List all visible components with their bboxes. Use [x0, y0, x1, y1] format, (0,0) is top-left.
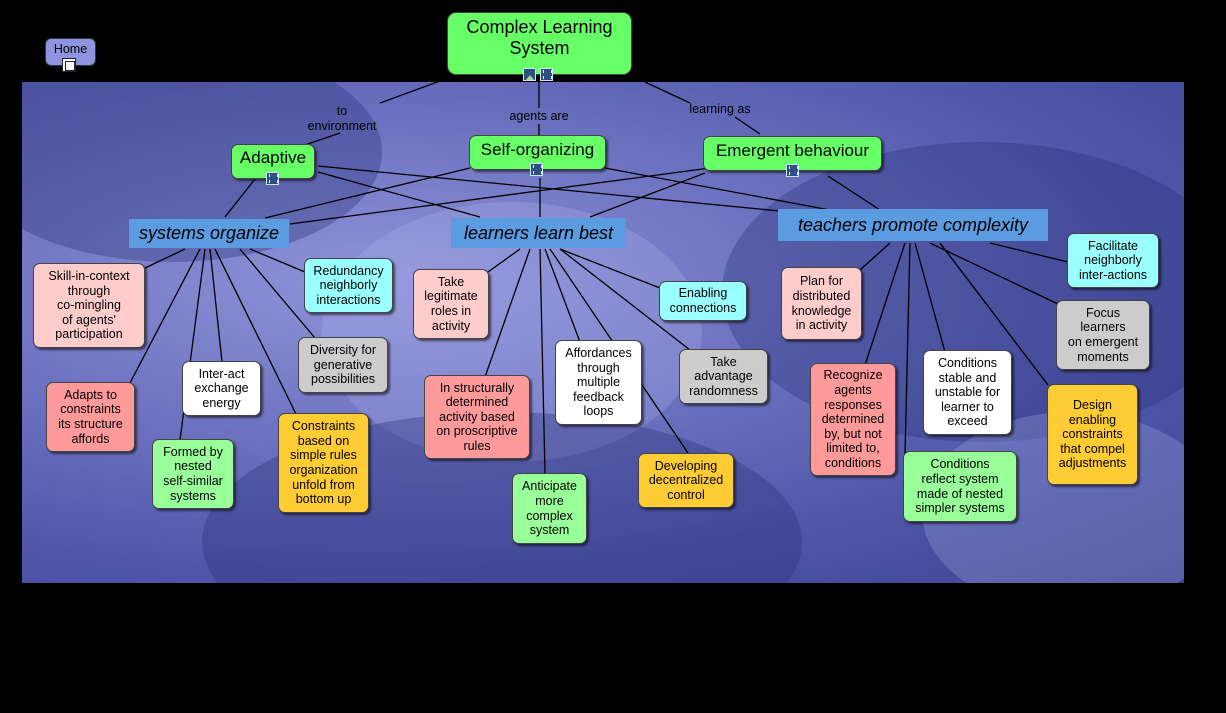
node-skill-in-context[interactable]: Skill-in-context through co-mingling of … — [33, 263, 145, 348]
home-button[interactable]: Home — [45, 38, 96, 66]
link-learning-as: learning as — [689, 102, 751, 116]
node-anticipate[interactable]: Anticipate more complex system — [512, 473, 587, 544]
node-interact[interactable]: Inter-act exchange energy — [182, 361, 261, 416]
node-randomness[interactable]: Take advantage randomness — [679, 349, 768, 404]
link-to-environment: to environment — [307, 104, 377, 133]
node-structurally-determined[interactable]: In structurally determined activity base… — [424, 375, 530, 459]
node-constraints[interactable]: Constraints based on simple rules organi… — [278, 413, 369, 513]
category-teachers-promote-complexity[interactable]: teachers promote complexity — [778, 209, 1048, 241]
film-icon[interactable] — [786, 164, 799, 177]
node-recognize[interactable]: Recognize agents responses determined by… — [810, 363, 896, 476]
node-take-roles[interactable]: Take legitimate roles in activity — [413, 269, 489, 339]
film-icon[interactable] — [540, 68, 553, 81]
film-icon[interactable] — [266, 172, 279, 185]
film-icon[interactable] — [530, 163, 543, 176]
node-conditions-stable[interactable]: Conditions stable and unstable for learn… — [923, 350, 1012, 435]
node-decentralized[interactable]: Developing decentralized control — [638, 453, 734, 508]
image-icon[interactable] — [523, 68, 536, 81]
node-focus-learners[interactable]: Focus learners on emergent moments — [1056, 300, 1150, 370]
hierarchy-icon[interactable] — [62, 58, 76, 72]
node-facilitate[interactable]: Facilitate neighborly inter-actions — [1067, 233, 1159, 288]
home-label: Home — [53, 42, 88, 56]
concept-self-organizing[interactable]: Self-organizing — [469, 135, 606, 170]
node-affordances[interactable]: Affordances through multiple feedback lo… — [555, 340, 642, 425]
category-learners-learn-best[interactable]: learners learn best — [451, 218, 626, 248]
node-adapts[interactable]: Adapts to constraints its structure affo… — [46, 382, 135, 452]
root-concept[interactable]: Complex Learning System — [447, 12, 632, 75]
node-redundancy[interactable]: Redundancy neighborly interactions — [304, 258, 393, 313]
node-diversity[interactable]: Diversity for generative possibilities — [298, 337, 388, 393]
link-agents-are: agents are — [509, 109, 569, 123]
node-formed-by-nested[interactable]: Formed by nested self-similar systems — [152, 439, 234, 509]
node-plan-distributed[interactable]: Plan for distributed knowledge in activi… — [781, 267, 862, 340]
category-systems-organize[interactable]: systems organize — [129, 219, 289, 248]
node-enabling[interactable]: Enabling connections — [659, 281, 747, 321]
node-conditions-reflect[interactable]: Conditions reflect system made of nested… — [903, 451, 1017, 522]
node-design[interactable]: Design enabling constraints that compel … — [1047, 384, 1138, 485]
